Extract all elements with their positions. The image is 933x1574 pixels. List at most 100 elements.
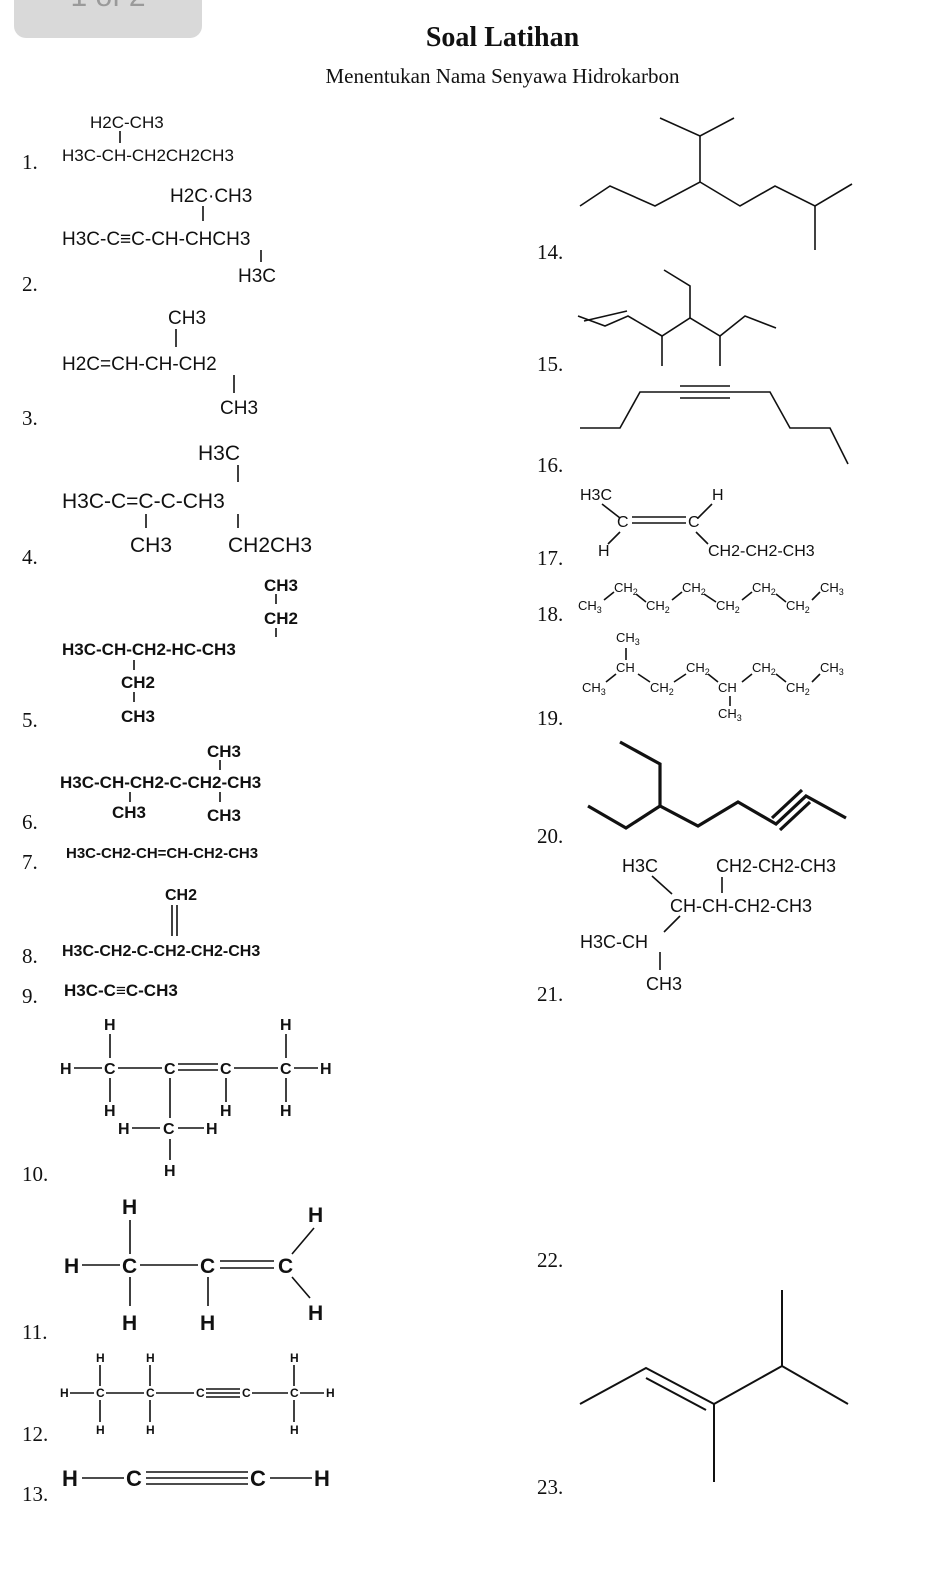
svg-text:C: C [196,1386,205,1400]
svg-text:H: H [104,1103,116,1120]
formula-4-bottom-ethyl: CH2CH3 [228,534,312,557]
svg-text:H: H [280,1017,292,1034]
svg-text:C: C [126,1466,142,1491]
svg-text:CH3: CH3 [578,598,602,615]
svg-text:C: C [104,1061,116,1078]
svg-text:C: C [250,1466,266,1491]
formula-6-main-chain: H3C-CH-CH2-C-CH2-CH3 [60,773,261,792]
formula-21-propyl: CH2-CH2-CH3 [716,856,836,876]
formula-4-bottom-methyl: CH3 [130,534,172,557]
svg-text:CH2: CH2 [682,580,706,597]
svg-text:H: H [96,1423,105,1437]
formula-12: H H H H C C C C C H H H H [60,1351,335,1437]
formula-1: H2C-CH3 H3C-CH-CH2CH2CH3 [62,113,234,165]
svg-text:C: C [242,1386,251,1400]
formula-3: CH3 H2C=CH-CH-CH2 CH3 [62,308,258,419]
svg-text:H: H [146,1423,155,1437]
formula-4: H3C H3C-C=C-C-CH3 CH3 CH2CH3 [62,442,312,557]
svg-text:CH3: CH3 [718,706,742,723]
svg-text:CH2: CH2 [716,598,740,615]
svg-text:H: H [60,1061,72,1078]
svg-text:C: C [200,1255,215,1278]
question-number-7: 7. [22,850,38,874]
formula-17-hydrogen-top: H [712,487,724,504]
question-number-1: 1. [22,150,38,174]
formula-16-skeleton [580,385,849,465]
formula-11: H H C C C H H H H [64,1196,323,1335]
formula-2-substituent: H2C·CH3 [170,186,252,207]
formula-6-bottom-methyl-left: CH3 [112,803,146,822]
question-number-23: 23. [537,1475,564,1499]
formula-14-skeleton [579,117,853,250]
svg-text:C: C [122,1255,137,1278]
formula-1-main-chain: H3C-CH-CH2CH2CH3 [62,146,234,165]
svg-text:H: H [64,1255,79,1278]
svg-text:CH2: CH2 [786,598,810,615]
formula-15-skeleton [577,269,777,366]
page-indicator-label: 1 of 2 [14,0,202,14]
formula-19: CH3 CH CH3 CH2 CH2 CH CH2 CH2 CH3 CH3 [582,630,844,723]
formula-17-methyl: H3C [580,487,612,504]
svg-text:CH2: CH2 [786,680,810,697]
question-number-12: 12. [22,1422,49,1446]
svg-text:C: C [290,1386,299,1400]
svg-text:C: C [688,514,700,531]
svg-text:CH2: CH2 [650,680,674,697]
formula-5-bottom-methylene: CH2 [121,673,155,692]
svg-text:C: C [163,1121,175,1138]
svg-text:H: H [200,1312,215,1335]
formula-9-main-chain: H3C-C≡C-CH3 [64,981,178,1000]
svg-text:H: H [104,1017,116,1034]
formula-9: H3C-C≡C-CH3 [64,981,178,1000]
svg-text:H: H [308,1302,323,1325]
svg-text:CH2: CH2 [752,660,776,677]
question-number-5: 5. [22,708,38,732]
formula-17: H3C H C C H CH2-CH2-CH3 [580,487,815,560]
svg-text:CH: CH [718,680,737,695]
question-number-22: 22. [537,1248,564,1272]
question-number-13: 13. [22,1482,49,1506]
formula-3-top-methyl: CH3 [168,308,206,329]
svg-text:H: H [220,1103,232,1120]
svg-text:H: H [280,1103,292,1120]
question-number-15: 15. [537,352,564,376]
formula-23-skeleton [579,1290,849,1482]
question-number-18: 18. [537,602,564,626]
svg-text:H: H [62,1466,78,1491]
svg-text:H: H [206,1121,218,1138]
formula-8-methylene: CH2 [165,887,197,904]
svg-text:H: H [146,1351,155,1365]
svg-text:C: C [220,1061,232,1078]
svg-text:H: H [96,1351,105,1365]
formula-2-lower-substituent: H3C [238,266,276,287]
question-number-16: 16. [537,453,564,477]
formula-8-main-chain: H3C-CH2-C-CH2-CH2-CH3 [62,943,260,960]
formula-7: H3C-CH2-CH=CH-CH2-CH3 [66,845,258,862]
formula-4-main-chain: H3C-C=C-C-CH3 [62,490,225,513]
question-number-17: 17. [537,546,564,570]
formula-5: CH3 CH2 H3C-CH-CH2-HC-CH3 CH2 CH3 [62,576,298,726]
formula-21-bottom-methyl: CH3 [646,974,682,994]
page-subtitle: Menentukan Nama Senyawa Hidrokarbon [325,64,680,88]
svg-text:C: C [164,1061,176,1078]
svg-text:CH3: CH3 [820,580,844,597]
svg-text:C: C [280,1061,292,1078]
svg-text:H: H [308,1204,323,1227]
svg-text:CH2: CH2 [646,598,670,615]
formula-3-main-chain: H2C=CH-CH-CH2 [62,354,217,375]
formula-5-top-methyl: CH3 [264,576,298,595]
svg-text:CH2: CH2 [752,580,776,597]
page-indicator-tab: 1 of 2 [14,0,202,38]
svg-text:CH3: CH3 [616,630,640,647]
formula-6: CH3 H3C-CH-CH2-C-CH2-CH3 CH3 CH3 [60,742,261,825]
formula-21-isopropyl: H3C-CH [580,932,648,952]
question-number-4: 4. [22,545,38,569]
svg-text:CH: CH [616,660,635,675]
question-number-9: 9. [22,984,38,1008]
svg-text:H: H [326,1386,335,1400]
svg-text:H: H [122,1196,137,1219]
formula-6-bottom-methyl-right: CH3 [207,806,241,825]
formula-7-main-chain: H3C-CH2-CH=CH-CH2-CH3 [66,845,258,862]
page-title: Soal Latihan [425,22,580,53]
